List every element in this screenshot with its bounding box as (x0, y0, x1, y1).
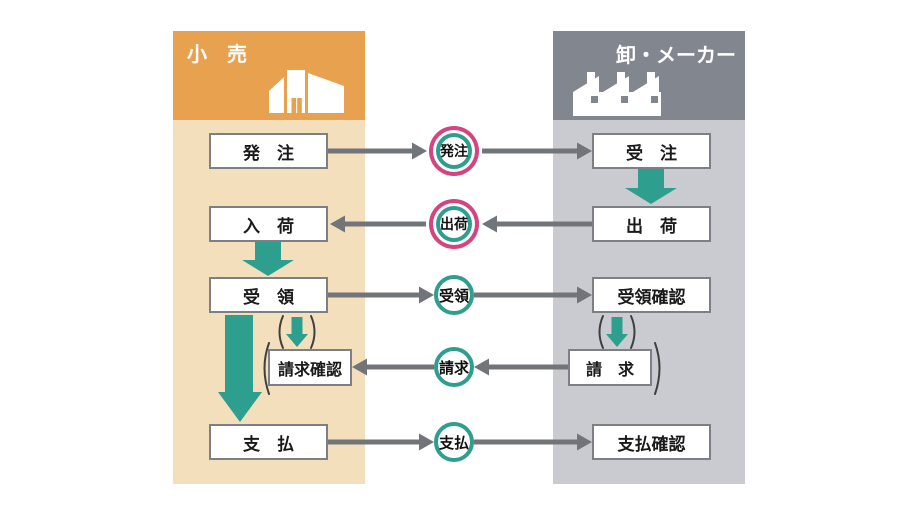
box-invoice-confirm: 請求確認 (268, 349, 352, 386)
box-arrival: 入 荷 (209, 206, 328, 242)
small-arrow-receive-to-invoiceconfirm (278, 315, 316, 349)
store-icon (269, 70, 344, 113)
wholesale-title: 卸・メーカー (616, 45, 736, 67)
box-pay-confirm: 支払確認 (592, 424, 711, 460)
invoiceconfirm-open-paren (263, 342, 270, 395)
wholesale-header: 卸・メーカー (553, 31, 745, 120)
block-arrow-orderreceipt-to-ship (625, 169, 677, 204)
arrow-message-to-payconfirm (474, 433, 592, 451)
arrow-receive-to-message (328, 286, 434, 304)
block-arrow-receive-to-pay (218, 315, 262, 422)
box-receive: 受 領 (209, 277, 328, 313)
close-paren (310, 315, 316, 349)
box-receive-confirm: 受領確認 (592, 277, 711, 313)
retail-header: 小 売 (173, 31, 365, 120)
arrow-pay-to-message (328, 433, 434, 451)
arrow-invoice-to-message (474, 358, 568, 376)
box-order-receipt: 受 注 (592, 133, 711, 169)
arrow-message-to-invoiceconfirm (352, 358, 434, 376)
message-order: 発注 (436, 133, 472, 169)
box-invoice: 請 求 (568, 349, 652, 386)
arrow-message-to-arrival (330, 215, 426, 233)
arrow-ship-to-message (482, 215, 592, 233)
open-paren (278, 315, 284, 349)
arrow-message-to-receiveconfirm (474, 286, 592, 304)
wholesale-column: 卸・メーカー (553, 31, 745, 484)
box-ship: 出 荷 (592, 206, 711, 242)
message-ship: 出荷 (436, 206, 472, 242)
box-pay: 支 払 (209, 424, 328, 460)
retail-title: 小 売 (187, 44, 247, 66)
close-paren (630, 315, 636, 349)
arrow-message-to-orderreceipt (482, 142, 592, 160)
factory-icon (573, 72, 661, 116)
arrow-order-to-message (328, 142, 427, 160)
invoice-close-paren (654, 342, 661, 395)
box-order: 発 注 (209, 133, 328, 169)
open-paren (598, 315, 604, 349)
small-arrow-receiveconfirm-to-invoice (598, 315, 636, 349)
message-pay: 支払 (434, 422, 474, 462)
message-receive: 受領 (434, 275, 474, 315)
message-invoice: 請求 (434, 347, 474, 387)
block-arrow-arrival-to-receive (242, 242, 294, 276)
